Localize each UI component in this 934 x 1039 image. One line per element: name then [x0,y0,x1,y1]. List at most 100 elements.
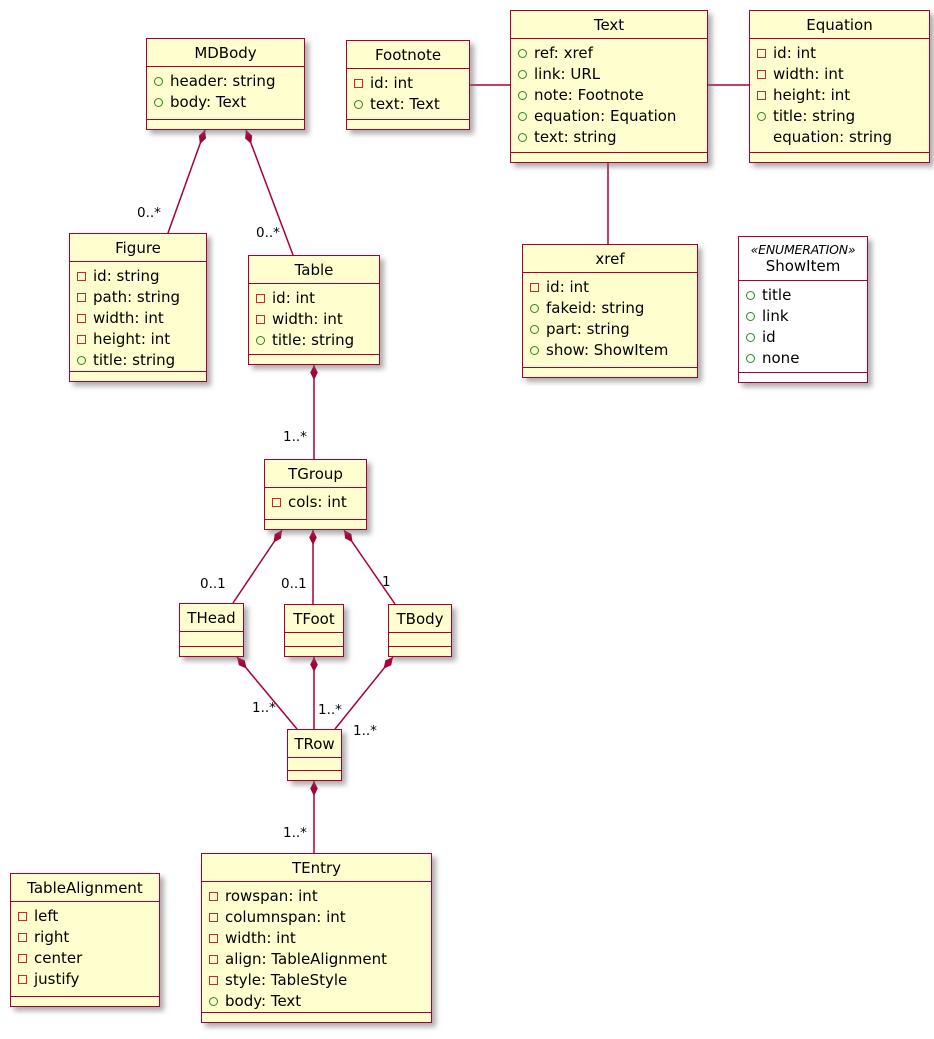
public-visibility-icon [746,353,755,363]
attribute-row: header: string [154,71,297,92]
attribute-label: id: int [272,289,316,308]
attribute-row: id: int [256,288,372,309]
methods-compartment [523,367,697,377]
attribute-label: id: int [546,278,590,297]
attribute-row: height: int [757,85,922,106]
methods-compartment [347,119,469,129]
edge-thead-trow-composition [236,656,298,730]
methods-compartment [285,646,343,656]
multiplicity-label: 1..* [318,702,342,718]
class-name-label: xref [595,250,625,268]
edge-tgroup-tbody-composition [343,529,396,605]
class-title: Footnote [347,41,469,70]
public-visibility-icon [746,290,755,300]
private-visibility-icon [757,91,766,101]
attribute-row: equation: Equation [518,106,700,127]
attribute-row: text: string [518,127,700,148]
private-visibility-icon [77,314,86,324]
attribute-row: title: string [256,330,372,351]
methods-compartment [11,996,159,1006]
attribute-label: columnspan: int [225,908,346,927]
public-visibility-icon [154,98,163,108]
private-visibility-icon [530,283,539,293]
class-name-label: Equation [806,16,873,34]
class-title: TFoot [285,605,343,634]
attribute-row: note: Footnote [518,85,700,106]
attributes-compartment [285,633,343,646]
attribute-label: equation: string [773,128,893,147]
attribute-row: equation: string [757,127,922,148]
class-title: Figure [70,234,206,263]
public-visibility-icon [209,997,218,1007]
class-title: TBody [389,605,451,634]
attribute-label: align: TableAlignment [225,950,388,969]
class-title: Equation [750,11,929,40]
attribute-label: width: int [93,309,164,328]
attribute-row: body: Text [154,92,297,113]
attribute-label: id: int [773,44,817,63]
multiplicity-label: 1 [382,574,391,590]
attribute-label: show: ShowItem [546,341,669,360]
edge-mdbody-figure-composition [167,129,207,234]
attribute-label: text: string [534,128,617,147]
methods-compartment [288,770,341,780]
attribute-row: text: Text [354,94,462,115]
attribute-row: id: int [757,43,922,64]
private-visibility-icon [77,272,86,282]
private-visibility-icon [18,912,27,922]
class-title: Text [511,11,707,40]
class-name-label: TBody [396,610,444,628]
attribute-label: width: int [225,929,296,948]
multiplicity-label: 1..* [283,429,307,445]
class-name-label: Text [593,16,625,34]
class-name-label: TFoot [293,610,335,628]
class-title: MDBody [147,39,304,68]
edge-mdbody-table-composition [245,129,294,256]
class-name-label: TGroup [288,465,343,483]
attribute-row: rowspan: int [209,886,424,907]
methods-compartment [202,1012,431,1022]
attribute-label: none [762,348,800,367]
attribute-row: ref: xref [518,43,700,64]
attribute-row: path: string [77,287,199,308]
attribute-label: id: int [370,74,414,93]
public-visibility-icon [518,133,527,143]
attribute-label: link: URL [534,65,601,84]
methods-compartment [180,646,243,656]
class-name-label: ShowItem [765,257,841,276]
attribute-row: width: int [209,928,424,949]
attributes-compartment [180,632,243,646]
attribute-row: style: TableStyle [209,970,424,991]
methods-compartment [750,152,929,162]
public-visibility-icon [256,336,265,346]
private-visibility-icon [757,70,766,80]
attribute-label: id [762,327,776,346]
attribute-row: id: int [530,277,690,298]
multiplicity-label: 0..* [137,205,161,221]
class-title: TableAlignment [11,874,159,903]
methods-compartment [70,371,206,381]
multiplicity-label: 1..* [353,723,377,739]
attributes-compartment [288,758,341,770]
private-visibility-icon [209,955,218,965]
public-visibility-icon [530,346,539,356]
private-visibility-icon [18,933,27,943]
attribute-label: body: Text [170,93,247,112]
multiplicity-label: 1..* [283,825,307,841]
public-visibility-icon [746,311,755,321]
methods-compartment [249,354,379,364]
attribute-label: height: int [93,330,171,349]
private-visibility-icon [209,934,218,944]
attribute-row: show: ShowItem [530,340,690,361]
attribute-label: title: string [773,107,856,126]
attribute-label: style: TableStyle [225,971,348,990]
